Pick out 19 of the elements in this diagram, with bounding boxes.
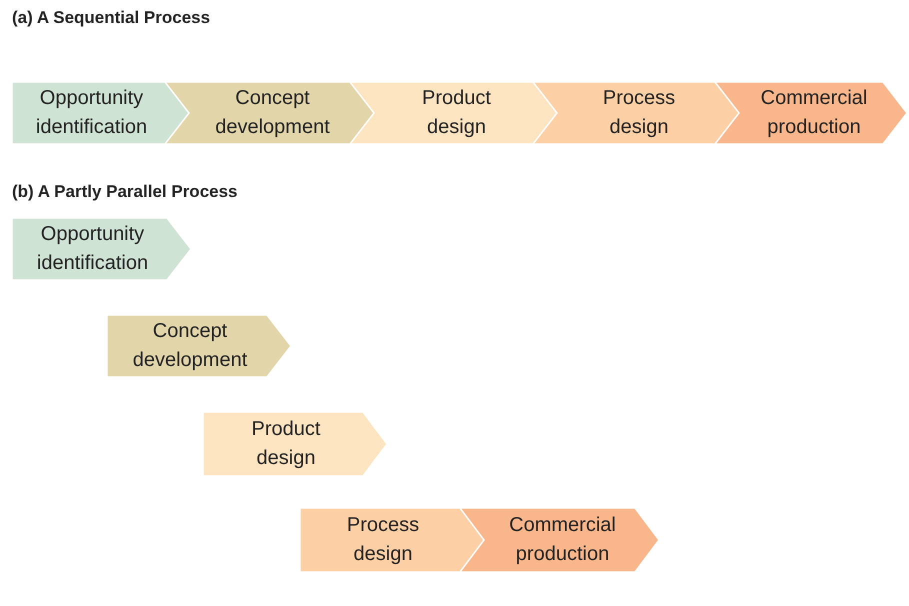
step-label: Concept development <box>214 86 331 140</box>
step-label: Product design <box>250 417 322 471</box>
step-label: Opportunity identification <box>34 86 148 140</box>
process-step-shape <box>300 508 484 572</box>
step-label: Process design <box>602 86 676 140</box>
process-step-shape <box>12 82 189 144</box>
section-heading: (b) A Partly Parallel Process <box>12 182 238 202</box>
process-step-shape <box>715 82 907 144</box>
step-label: Commercial production <box>760 86 868 140</box>
process-step-shape <box>203 412 387 476</box>
process-step-shape <box>107 315 291 377</box>
step-label: Concept development <box>132 319 248 373</box>
process-step-shape <box>460 508 659 572</box>
step-label: Process design <box>346 513 420 567</box>
step-label: Product design <box>421 86 492 140</box>
section-heading: (a) A Sequential Process <box>12 8 210 28</box>
step-label: Opportunity identification <box>36 222 150 276</box>
step-label: Commercial production <box>508 513 617 567</box>
process-step-shape <box>12 218 191 280</box>
